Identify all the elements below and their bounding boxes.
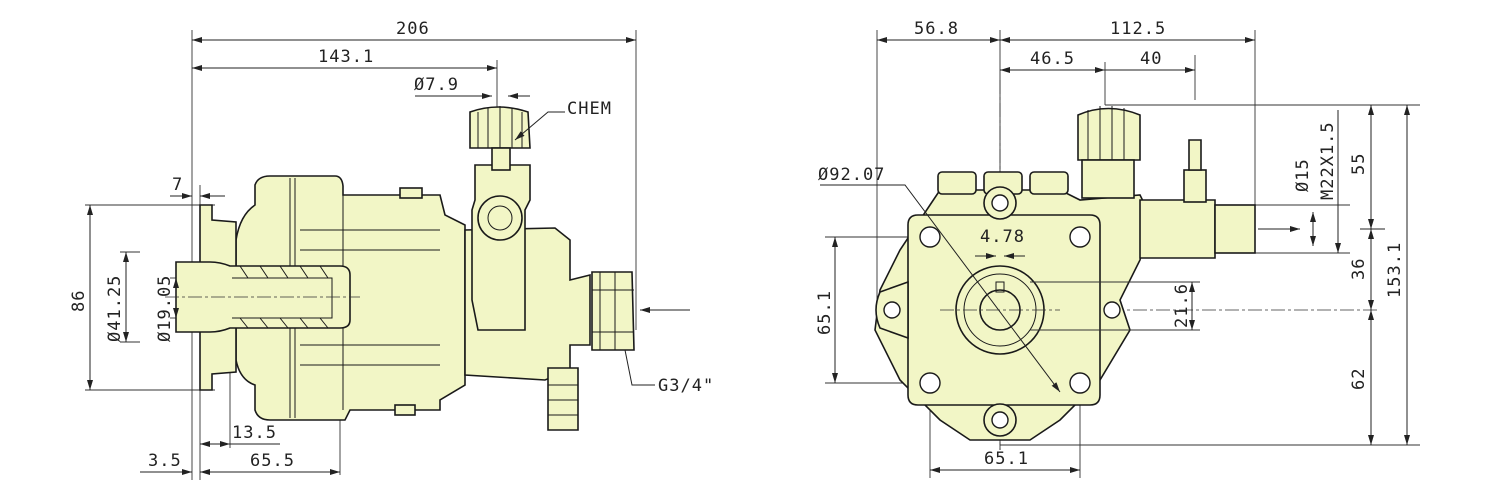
dim-outlet-thread: M22X1.5 [1318,121,1338,200]
dim-pilot-diameter: Ø41.25 [105,275,125,342]
outlet-fitting [1139,199,1216,259]
bolt-hole [1069,372,1091,394]
side-view: 206 143.1 Ø7.9 CHEM 7 86 Ø41.25 Ø19.05 1… [69,19,714,480]
chem-nipple [1188,139,1202,171]
dim-flange-height: 86 [69,290,89,312]
port-plug [937,171,977,195]
dim-shaft-offset: 3.5 [148,451,182,471]
bolt-hole [1069,226,1091,248]
bolt-head [394,404,416,416]
bolt-head [399,187,423,199]
dim-top-to-outlet: 55 [1349,153,1369,175]
bolt-hole [919,372,941,394]
front-view: 56.8 112.5 46.5 40 Ø92.07 4.78 65.1 21.6… [815,19,1420,478]
dim-shaft-diameter: Ø19.05 [155,275,175,342]
unloader-body [1081,159,1135,199]
dim-outlet-bore: Ø15 [1293,158,1313,192]
dim-center-to-bottom: 62 [1349,368,1369,390]
bolt-hole [919,226,941,248]
port-plug [1029,171,1069,195]
inlet-thread-label: G3/4" [658,376,714,396]
valve-port [477,195,523,241]
dim-keyway: 4.78 [980,227,1025,247]
dim-shaft-length: 65.5 [250,451,295,471]
dim-overall-height: 153.1 [1385,242,1405,298]
dim-chem-diameter: Ø7.9 [414,75,459,95]
dim-center-to-unloader: 46.5 [1030,49,1075,69]
dim-outlet-to-center: 36 [1349,258,1369,280]
dim-center-to-outlet: 112.5 [1110,19,1166,39]
dim-bolt-circle: Ø92.07 [818,165,885,185]
dim-shaft-step: 13.5 [232,423,277,443]
inlet-fitting [591,271,635,351]
dim-bolt-vertical: 65.1 [815,290,835,335]
chem-nipple-body [1183,169,1207,203]
dim-bolt-horizontal: 65.1 [984,449,1029,469]
dim-unloader-to-chem: 40 [1140,49,1162,69]
dim-shaft-height: 21.6 [1172,283,1192,328]
chem-label: CHEM [567,99,612,119]
dim-inlet-position: 143.1 [318,47,374,67]
unloader-knob [1077,107,1141,161]
dim-overall-length: 206 [396,19,430,39]
outlet-nut [1214,204,1256,254]
dim-left-to-center: 56.8 [914,19,959,39]
unloader-valve [471,164,531,331]
drain-plug [547,367,579,431]
dim-flange-thickness: 7 [172,175,183,195]
